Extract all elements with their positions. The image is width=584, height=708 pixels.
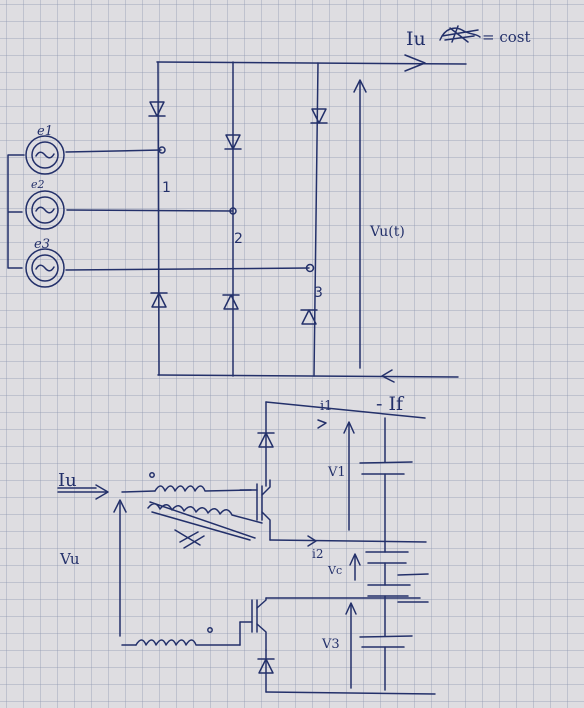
capacitor-voltage-v1: V1 bbox=[327, 465, 346, 480]
output-current-arrow bbox=[404, 54, 426, 72]
scribble bbox=[439, 25, 481, 43]
output-current-suffix: = cost bbox=[482, 28, 531, 46]
source-e1 bbox=[25, 135, 65, 175]
capacitor-v3 bbox=[359, 635, 413, 648]
input-voltage-label: Vu bbox=[59, 550, 80, 568]
polarity-dot-top bbox=[149, 472, 155, 478]
leg-label-3: 3 bbox=[314, 285, 323, 301]
source-label-e1: e1 bbox=[37, 124, 53, 139]
capacitor-v1 bbox=[359, 461, 413, 475]
three-phase-bridge bbox=[7, 54, 467, 383]
source-label-e3: e3 bbox=[34, 237, 50, 252]
diode-leg1-upper bbox=[148, 101, 166, 117]
negative-rail bbox=[157, 374, 459, 378]
source-label-e2: e2 bbox=[31, 178, 45, 191]
capacitor-vc bbox=[365, 551, 409, 564]
if-arrow bbox=[381, 369, 395, 383]
capacitor-middle bbox=[367, 584, 411, 597]
neutral-wire bbox=[7, 154, 25, 269]
branch-current-i2: i2 bbox=[312, 547, 323, 561]
leg-label-2: 2 bbox=[234, 231, 243, 247]
crossed-out-inductor bbox=[147, 501, 263, 549]
leg-1-wire bbox=[157, 61, 160, 376]
capacitor-voltage-v3: V3 bbox=[321, 637, 340, 652]
igbt-lower bbox=[239, 597, 267, 651]
leg-label-1: 1 bbox=[162, 180, 171, 196]
polarity-dot-bottom bbox=[207, 627, 213, 633]
multilevel-boost-stage bbox=[57, 401, 436, 695]
branch-current-i1: i1 bbox=[320, 399, 332, 414]
diode-leg3-upper bbox=[310, 108, 328, 124]
source-e2 bbox=[25, 190, 65, 230]
return-current-label: - If bbox=[376, 393, 405, 415]
igbt-upper bbox=[239, 479, 271, 541]
capacitor-voltage-vc: Vc bbox=[327, 564, 342, 577]
inductor-bottom bbox=[135, 639, 241, 646]
output-voltage-label: Vu(t) bbox=[369, 224, 405, 240]
diode-leg2-lower bbox=[222, 294, 240, 310]
input-current-label: Iu bbox=[58, 470, 77, 491]
output-current-label: Iu bbox=[406, 28, 426, 50]
positive-rail bbox=[156, 61, 467, 65]
source-e3 bbox=[25, 248, 65, 288]
leg-3-wire bbox=[313, 62, 319, 377]
inductor-top bbox=[154, 485, 252, 492]
